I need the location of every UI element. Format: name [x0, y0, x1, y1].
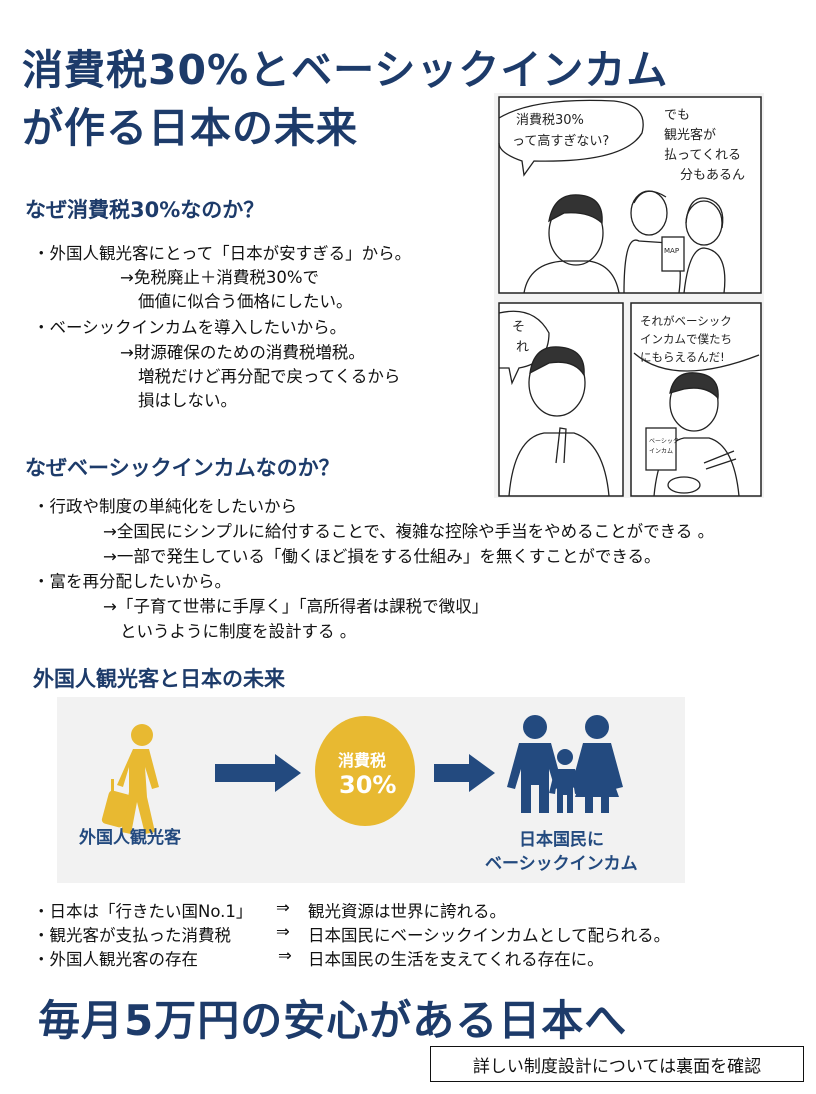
section3-heading: 外国人観光客と日本の未来 — [33, 667, 285, 691]
infographic: 外国人観光客 消費税 30% 日本国民に ベーシックインカム — [57, 697, 685, 883]
s2-line: →一部で発生している「働くほど損をする仕組み」を無くすことができる。 — [103, 547, 661, 566]
s3-bullet-left: ・日本は「行きたい国No.1」 — [33, 902, 253, 921]
bubble-text: れ — [516, 340, 529, 355]
card-label: インカム — [649, 448, 673, 455]
s2-line: ・行政や制度の単純化をしたいから — [33, 497, 297, 516]
s2-line: →全国民にシンプルに給付することで、複雑な控除や手当をやめることができる 。 — [103, 522, 715, 541]
citizens-label: ベーシックインカム — [485, 854, 638, 874]
bubble-text: って高すぎない? — [512, 133, 609, 149]
bubble-text: 分もあるん — [680, 168, 745, 183]
section1-heading: なぜ消費税30%なのか？ — [25, 198, 265, 222]
s3-bullet-right: 日本国民の生活を支えてくれる存在に。 — [308, 950, 604, 969]
s2-line: →「子育て世帯に手厚く」「高所得者は課税で徴収」 — [103, 597, 489, 616]
s1-line: ・外国人観光客にとって「日本が安すぎる」から。 — [33, 244, 412, 263]
bubble-text: 払ってくれる — [664, 148, 741, 163]
tax-label: 消費税 — [338, 751, 387, 770]
s1-line: ・ベーシックインカムを導入したいから。 — [33, 318, 347, 337]
s1-line: 価値に似合う価格にしたい。 — [138, 292, 353, 311]
citizens-label: 日本国民に — [519, 830, 604, 850]
s3-bullet-left: ・外国人観光客の存在 — [33, 950, 198, 969]
bubble-text: それがベーシック — [640, 314, 732, 328]
manga-illustration: 消費税30% って高すぎない? でも 観光客が 払ってくれる 分もあるん そ れ… — [494, 93, 764, 498]
slogan: 毎月5万円の安心がある日本へ — [38, 996, 628, 1045]
tax-circle — [315, 716, 415, 826]
tourist-icon — [101, 724, 159, 834]
bubble-text: 消費税30% — [516, 113, 584, 128]
s2-line: というように制度を設計する 。 — [120, 622, 357, 641]
card-label: ベーシック — [649, 438, 679, 445]
title-line-1: 消費税30%とベーシックインカム — [22, 46, 669, 94]
section2-heading: なぜベーシックインカムなのか？ — [25, 456, 340, 480]
s2-line: ・富を再分配したいから。 — [33, 572, 231, 591]
bubble-text: 観光客が — [664, 127, 716, 143]
bubble-text: でも — [664, 108, 690, 123]
bubble-text: そ — [512, 320, 525, 335]
tax-value: 30% — [339, 771, 397, 799]
arrow-icon — [434, 754, 495, 792]
title-line-2: が作る日本の未来 — [22, 104, 358, 152]
s3-bullet-arrow: ⇒ — [276, 898, 290, 917]
s3-bullet-left: ・観光客が支払った消費税 — [33, 926, 231, 945]
s3-bullet-arrow: ⇒ — [276, 922, 290, 941]
bubble-text: にもらえるんだ! — [640, 350, 725, 364]
s3-bullet-right: 観光資源は世界に誇れる。 — [308, 902, 506, 921]
s1-line: 増税だけど再分配で戻ってくるから — [138, 367, 401, 386]
tourist-label: 外国人観光客 — [79, 828, 181, 848]
s1-line: 損はしない。 — [138, 391, 237, 410]
map-label: MAP — [664, 247, 679, 255]
s1-line: →免税廃止＋消費税30%で — [120, 268, 319, 287]
family-icon — [507, 715, 623, 813]
s1-line: →財源確保のための消費税増税。 — [120, 343, 365, 362]
arrow-icon — [215, 754, 301, 792]
back-side-note: 詳しい制度設計については裏面を確認 — [430, 1046, 804, 1082]
s3-bullet-arrow: ⇒ — [278, 946, 292, 965]
s3-bullet-right: 日本国民にベーシックインカムとして配られる。 — [308, 926, 671, 945]
manga-panels: 消費税30% って高すぎない? でも 観光客が 払ってくれる 分もあるん そ れ… — [498, 96, 762, 497]
bubble-text: インカムで僕たち — [640, 332, 732, 346]
